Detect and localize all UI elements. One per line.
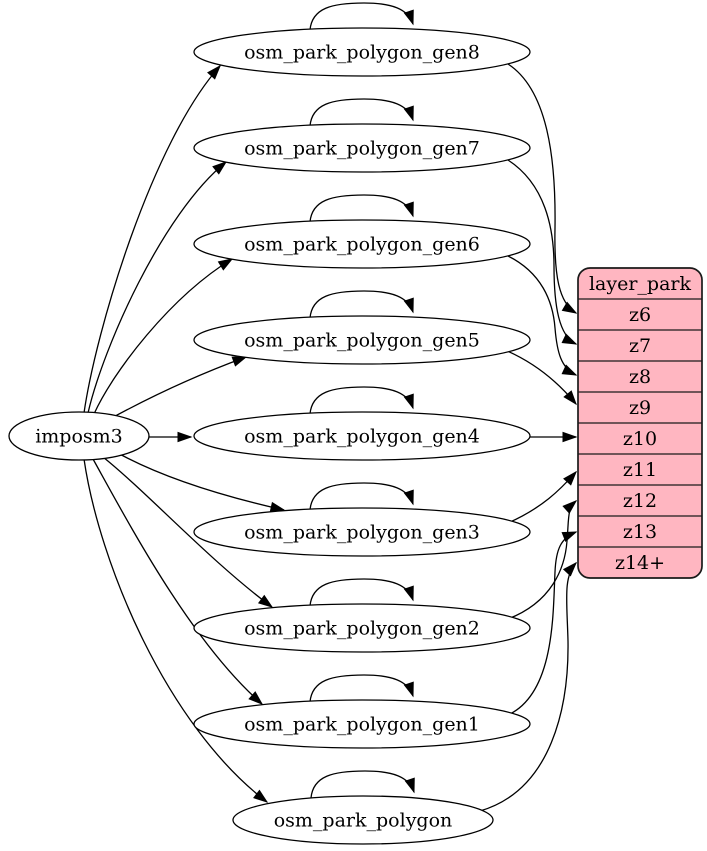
self-loop-gen4-arrowhead: [403, 393, 414, 410]
self-loop-gen7: [309, 98, 414, 127]
edge-imposm3-gen2-arrowhead: [257, 594, 274, 608]
edge-gen6-row-z8-arrowhead: [561, 364, 578, 376]
node-label-osm_park_polygon_gen5: osm_park_polygon_gen5: [244, 330, 480, 352]
self-loop-gen2-arrowhead: [403, 585, 414, 602]
node-label-osm_park_polygon_gen7: osm_park_polygon_gen7: [244, 138, 480, 160]
edge-gen8-row-z6: [507, 63, 577, 314]
node-label-osm_park_polygon_gen2: osm_park_polygon_gen2: [244, 618, 480, 640]
self-loop-gen4: [309, 386, 414, 415]
layer-table-row-z7: z7: [629, 335, 651, 357]
edge-imposm3-gen4-arrowhead: [177, 431, 193, 443]
layer-table-row-z14+: z14+: [615, 552, 665, 574]
node-label-osm_park_polygon_gen8: osm_park_polygon_gen8: [244, 42, 480, 64]
edge-imposm3-gen3: [115, 451, 285, 511]
edge-gen3-row-z11-arrowhead: [563, 470, 577, 486]
edge-gen7-row-z7: [507, 159, 577, 345]
edge-gen4-row-z10-arrowhead: [562, 431, 578, 443]
node-osm_park_polygon: [232, 795, 494, 845]
node-label-osm_park_polygon: osm_park_polygon: [274, 810, 453, 832]
self-loop-gen1-arrowhead: [403, 681, 414, 698]
layer-table-row-z12: z12: [623, 490, 657, 512]
edge-gen1-row-z13-arrowhead: [561, 531, 578, 542]
edge-polygon-row-z14+-arrowhead: [562, 561, 578, 577]
node-osm_park_polygon_gen3: [193, 507, 531, 557]
node-osm_park_polygon_gen8: [193, 27, 531, 77]
self-loop-gen6: [309, 194, 414, 223]
edge-imposm3-gen7: [87, 161, 227, 414]
edge-gen7-row-z7-arrowhead: [561, 333, 578, 345]
edge-imposm3-polygon: [83, 458, 268, 803]
self-loop-gen3-arrowhead: [403, 489, 414, 506]
self-loop-gen2: [309, 578, 414, 607]
self-loop-gen7-arrowhead: [403, 105, 414, 122]
self-loop-gen8-arrowhead: [403, 9, 414, 26]
edge-gen5-row-z9-arrowhead: [563, 390, 577, 406]
layer-table-row-z10: z10: [623, 428, 657, 450]
node-label-osm_park_polygon_gen6: osm_park_polygon_gen6: [244, 234, 480, 256]
node-osm_park_polygon_gen5: [193, 315, 531, 365]
self-loop-gen5-arrowhead: [403, 297, 414, 314]
layer-table-row-z9: z9: [629, 397, 651, 419]
edge-imposm3-gen8: [83, 65, 221, 414]
self-loop-gen8: [309, 2, 414, 31]
edge-imposm3-gen2: [102, 456, 273, 608]
self-loop-gen3: [309, 482, 414, 511]
edge-gen6-row-z8: [505, 254, 577, 376]
node-imposm3: [8, 411, 150, 461]
edge-imposm3-gen5-arrowhead: [231, 356, 248, 367]
edge-imposm3-gen1: [92, 458, 263, 705]
edge-imposm3-gen6-arrowhead: [217, 258, 234, 271]
edge-imposm3-gen7-arrowhead: [212, 161, 228, 175]
self-loop-polygon: [310, 770, 415, 799]
self-loop-gen5: [309, 290, 414, 319]
edge-imposm3-gen8-arrowhead: [207, 64, 221, 80]
layer-table-title: layer_park: [589, 273, 692, 295]
self-loop-gen1: [309, 674, 414, 703]
layer-table-row-z6: z6: [629, 304, 651, 326]
edges-layer: [83, 2, 578, 812]
self-loop-gen6-arrowhead: [403, 201, 414, 218]
layer-table-group: layer_park z6 z7 z8 z9 z10 z11 z12 z13 z14+: [577, 267, 703, 579]
node-osm_park_polygon_gen7: [193, 123, 531, 173]
node-osm_park_polygon_gen6: [193, 219, 531, 269]
edge-gen2-row-z12-arrowhead: [562, 500, 578, 514]
layer-table-row-z8: z8: [629, 366, 651, 388]
edge-imposm3-gen5: [107, 356, 247, 421]
edge-imposm3-gen6: [93, 258, 233, 415]
layer-table-row-z13: z13: [623, 521, 657, 543]
node-osm_park_polygon_gen2: [193, 603, 531, 653]
node-label-osm_park_polygon_gen4: osm_park_polygon_gen4: [244, 426, 480, 448]
node-label-imposm3: imposm3: [35, 426, 123, 448]
edge-gen1-row-z13: [509, 531, 577, 715]
edge-imposm3-polygon-arrowhead: [253, 789, 269, 803]
edge-imposm3-gen1-arrowhead: [248, 691, 264, 705]
layer-table-row-z11: z11: [623, 459, 657, 481]
node-label-osm_park_polygon_gen1: osm_park_polygon_gen1: [244, 714, 480, 736]
nodes-layer: imposm3 osm_park_polygon_gen8 osm_park_pol…: [8, 27, 531, 845]
node-label-osm_park_polygon_gen3: osm_park_polygon_gen3: [244, 522, 480, 544]
edge-polygon-row-z14+: [479, 562, 577, 812]
node-osm_park_polygon_gen1: [193, 699, 531, 749]
self-loop-polygon-arrowhead: [404, 777, 415, 794]
node-osm_park_polygon_gen4: [193, 411, 531, 461]
edge-gen8-row-z6-arrowhead: [561, 301, 578, 314]
